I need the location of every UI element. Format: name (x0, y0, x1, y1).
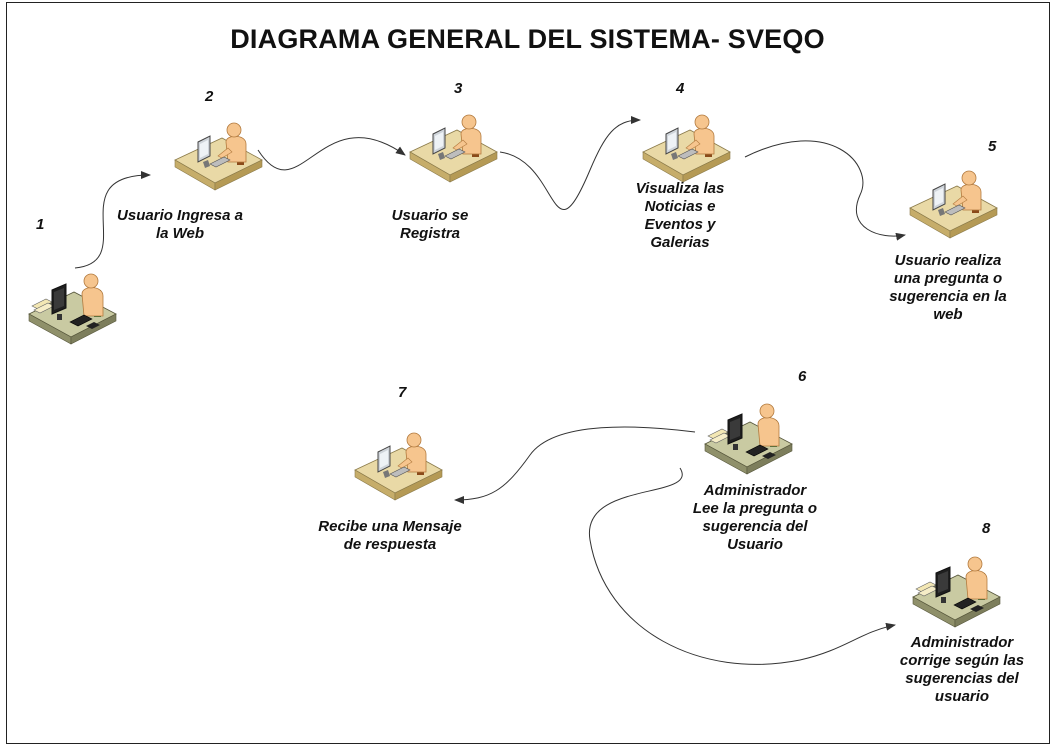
step-4-label: Visualiza las Noticias e Eventos y Galer… (635, 180, 725, 251)
arrow-6-to-8 (589, 467, 896, 665)
step-1-number: 1 (36, 216, 45, 233)
arrow-2-to-3 (257, 137, 406, 171)
step-5-number: 5 (988, 138, 997, 155)
step-6-label: Administrador Lee la pregunta o sugerenc… (692, 482, 818, 553)
step-8-label: Administrador corrige según las sugerenc… (899, 634, 1025, 705)
step-5-label: Usuario realiza una pregunta o sugerenci… (889, 252, 1007, 323)
step-3-label: Usuario se Registra (391, 207, 469, 242)
diagram-title: DIAGRAMA GENERAL DEL SISTEMA- SVEQO (230, 24, 825, 54)
step-7-number: 7 (398, 384, 407, 401)
step-2-label: Usuario Ingresa a la Web (117, 207, 243, 242)
step-6-number: 6 (798, 368, 807, 385)
arrow-4-to-5 (744, 140, 906, 241)
step-2-number: 2 (205, 88, 214, 105)
arrow-1-to-2 (74, 171, 151, 269)
arrow-3-to-4 (499, 116, 641, 210)
step-4-number: 4 (676, 80, 685, 97)
arrow-6-to-7 (454, 426, 696, 504)
step-7-label: Recibe una Mensaje de respuesta (318, 518, 462, 553)
step-3-number: 3 (454, 80, 463, 97)
step-8-number: 8 (982, 520, 991, 537)
